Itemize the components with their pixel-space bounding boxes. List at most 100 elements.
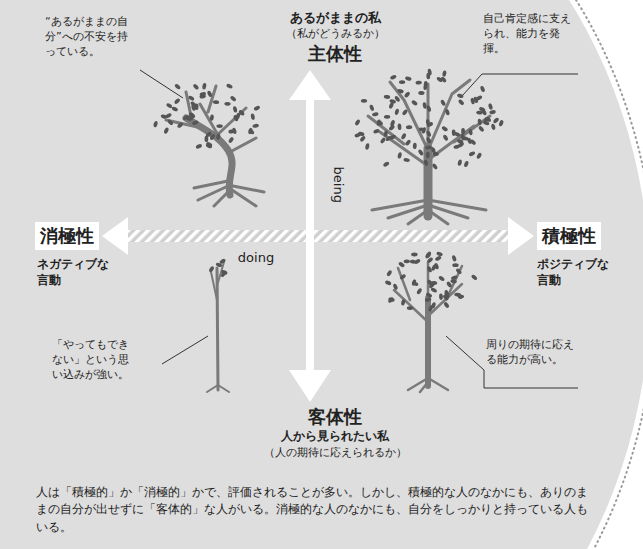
leaf (427, 279, 434, 286)
label: “あるがままの自分”への不安を持っている。 (45, 15, 129, 60)
leaf (384, 280, 391, 286)
leaf (422, 102, 427, 109)
label: 自己肯定感に支えられ、能力を発揮。 (483, 12, 571, 57)
leaf (174, 83, 181, 90)
leaf (457, 93, 464, 98)
tree-c (207, 262, 229, 392)
leaf (489, 110, 496, 115)
leaf (445, 108, 451, 115)
leaf (220, 270, 226, 277)
leaf (431, 163, 438, 170)
leaf (205, 143, 212, 149)
leaf (253, 105, 260, 111)
leaf (153, 121, 158, 128)
leaf (167, 119, 174, 126)
leaf (436, 76, 443, 83)
leaf (376, 119, 383, 126)
axis-label-box: 消極性 (35, 222, 99, 250)
label: 客体性 (235, 405, 435, 429)
leaf (199, 92, 206, 97)
leaf (469, 139, 476, 146)
leaf (461, 128, 465, 134)
leaf (453, 131, 460, 137)
leaf (401, 109, 408, 116)
leaf (450, 279, 457, 284)
leaf (376, 119, 381, 126)
leaf (438, 275, 445, 282)
leaf (468, 129, 472, 136)
leaf (399, 80, 406, 84)
leaf (192, 120, 199, 126)
label: 周りの期待に応える能力が高い。 (486, 338, 574, 368)
leaf (435, 255, 442, 261)
leaf (442, 134, 449, 141)
leaf (424, 81, 428, 88)
leaf (354, 119, 361, 126)
leaf (491, 123, 496, 130)
leaf (425, 297, 432, 302)
leaf (425, 292, 432, 298)
leaf (392, 283, 398, 290)
leaf (426, 119, 431, 126)
leaf (425, 136, 432, 143)
label: 「やってもできない」という思い込みが強い。 (52, 338, 136, 383)
leaf (417, 149, 424, 156)
leaf (403, 158, 410, 163)
tree-a (166, 86, 264, 206)
leaf (475, 95, 482, 101)
leaf (207, 90, 213, 97)
leaf (358, 131, 365, 137)
leaf (373, 128, 380, 134)
leaf (394, 95, 401, 102)
leaf (202, 83, 207, 90)
label: ネガティブな言動 (37, 256, 117, 288)
leaf (404, 259, 411, 263)
leaf (418, 91, 425, 95)
leaf (436, 251, 443, 257)
vertical-arrow (289, 70, 331, 402)
leaf (442, 294, 449, 301)
leaf (411, 253, 417, 257)
label: あるがままの私 (235, 9, 435, 27)
leaf (468, 151, 475, 157)
leaf (250, 113, 255, 120)
leaf (426, 130, 432, 137)
leaf (406, 125, 413, 129)
leaf (405, 76, 412, 81)
leaf (163, 127, 169, 134)
leaf (492, 117, 499, 124)
leaf (442, 70, 447, 77)
leaf (232, 127, 237, 134)
leaf (453, 144, 460, 149)
leaf (369, 104, 375, 111)
leaf (226, 83, 233, 89)
leaf (219, 258, 226, 265)
leaf (384, 130, 389, 137)
leaf (397, 123, 401, 130)
leaf (208, 265, 215, 272)
leaf (386, 269, 393, 276)
leaf (404, 91, 411, 98)
leaf (174, 98, 181, 105)
leaf (365, 143, 370, 150)
leaf (235, 112, 240, 119)
leaf (419, 127, 426, 132)
leaf (431, 264, 437, 271)
leaf (404, 139, 411, 146)
leaf (413, 143, 417, 150)
label: （私がどうみるか） (235, 27, 435, 42)
leaf (439, 293, 443, 300)
leaf (443, 301, 450, 308)
leaf (224, 102, 231, 106)
axis-label-box: 積極性 (537, 222, 601, 250)
leaf (430, 287, 437, 293)
leaf (427, 69, 432, 76)
leaf (372, 112, 379, 117)
leaf (478, 125, 485, 132)
leaf (480, 85, 486, 92)
leaf (397, 88, 404, 93)
leaf (401, 299, 406, 306)
leaf (388, 124, 395, 131)
leaf (165, 112, 172, 118)
leaf (210, 114, 214, 121)
